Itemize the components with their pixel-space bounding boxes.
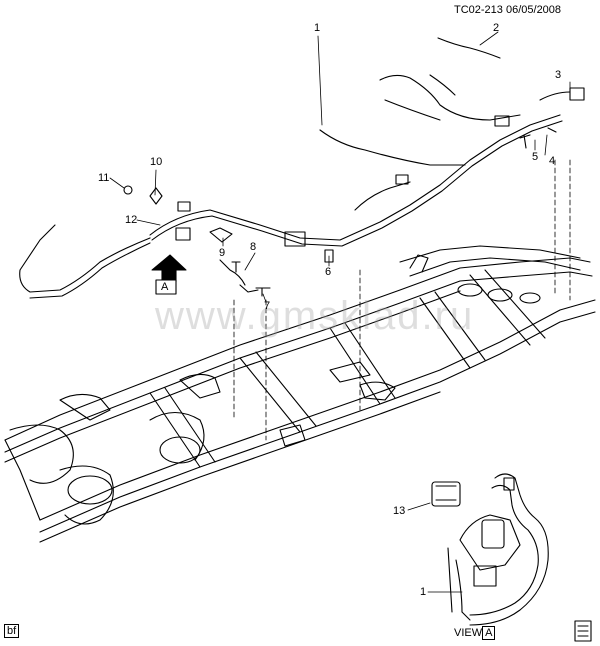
- view-marker-letter: A: [161, 281, 169, 293]
- doc-date-text: 06/05/2008: [505, 4, 562, 16]
- callout-9: 9: [219, 247, 226, 259]
- callout-10: 10: [150, 156, 163, 168]
- callout-13: 13: [393, 505, 406, 517]
- callout-2: 2: [493, 22, 500, 34]
- doc-id-text: TC02-213: [454, 4, 503, 16]
- callout-3: 3: [555, 69, 562, 81]
- callout-leaders: [109, 31, 571, 593]
- callout-7: 7: [264, 300, 271, 312]
- callout-4: 4: [549, 155, 556, 167]
- footer-tag-text: bf: [4, 624, 20, 638]
- small-parts: [123, 127, 557, 297]
- view-label-prefix: VIEW: [454, 627, 483, 639]
- vehicle-frame: [4, 245, 596, 543]
- view-arrow-icon: [151, 254, 187, 295]
- wiring-harness: [19, 37, 585, 299]
- callout-12: 12: [125, 214, 138, 226]
- callout-8: 8: [250, 241, 257, 253]
- callout-11: 11: [98, 172, 110, 184]
- callout-6: 6: [325, 266, 332, 278]
- detail-view-a: [431, 473, 549, 626]
- watermark-text: www.gmsklad.ru: [155, 294, 475, 338]
- callout-1-detail: 1: [420, 586, 427, 598]
- callout-5: 5: [532, 151, 539, 163]
- document-id: TC02-213 06/05/2008: [454, 4, 561, 16]
- callout-1: 1: [314, 22, 321, 34]
- book-icon: [574, 620, 592, 642]
- view-label-letter: A: [482, 626, 496, 640]
- footer-tag: bf: [4, 624, 20, 638]
